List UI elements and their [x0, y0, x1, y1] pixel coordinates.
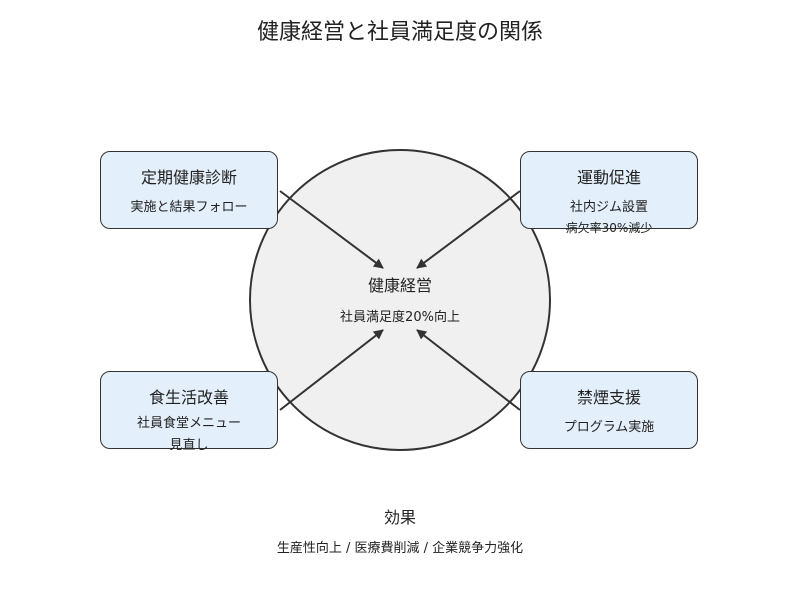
node-subtitle: 社内ジム設置: [569, 200, 648, 215]
node-health-checkup: 定期健康診断 実施と結果フォロー: [100, 151, 278, 229]
arrow-bottom-left-to-center: [279, 329, 384, 411]
center-subtitle: 社員満足度20%向上: [340, 310, 460, 325]
arrow-bottom-right-to-center: [416, 329, 521, 411]
node-smoking-cessation: 禁煙支援 プログラム実施: [520, 371, 698, 449]
arrow-top-left-to-center: [279, 190, 384, 269]
node-title: 定期健康診断: [140, 168, 237, 187]
center-circle: [249, 149, 551, 451]
node-title: 禁煙支援: [576, 388, 641, 407]
node-subtitle: プログラム実施: [563, 420, 655, 435]
node-exercise-promotion: 運動促進 社内ジム設置 病欠率30%減少: [520, 151, 698, 235]
node-subtitle-line1: 社員食堂メニュー: [136, 416, 241, 431]
effect-subtitle: 生産性向上 / 医療費削減 / 企業競争力強化: [276, 541, 524, 556]
node-title: 運動促進: [576, 168, 641, 187]
arrow-top-right-to-center: [416, 190, 521, 269]
diagram-title: 健康経営と社員満足度の関係: [256, 20, 543, 45]
node-subtitle-secondary: 病欠率30%減少: [565, 221, 653, 235]
node-diet-improvement: 食生活改善 社員食堂メニュー 見直し: [100, 371, 278, 453]
effect-title: 効果: [383, 508, 416, 527]
node-subtitle: 実施と結果フォロー: [130, 200, 248, 215]
node-subtitle-line2: 見直し: [169, 438, 209, 453]
node-title: 食生活改善: [148, 388, 229, 407]
center-title: 健康経営: [367, 276, 432, 295]
